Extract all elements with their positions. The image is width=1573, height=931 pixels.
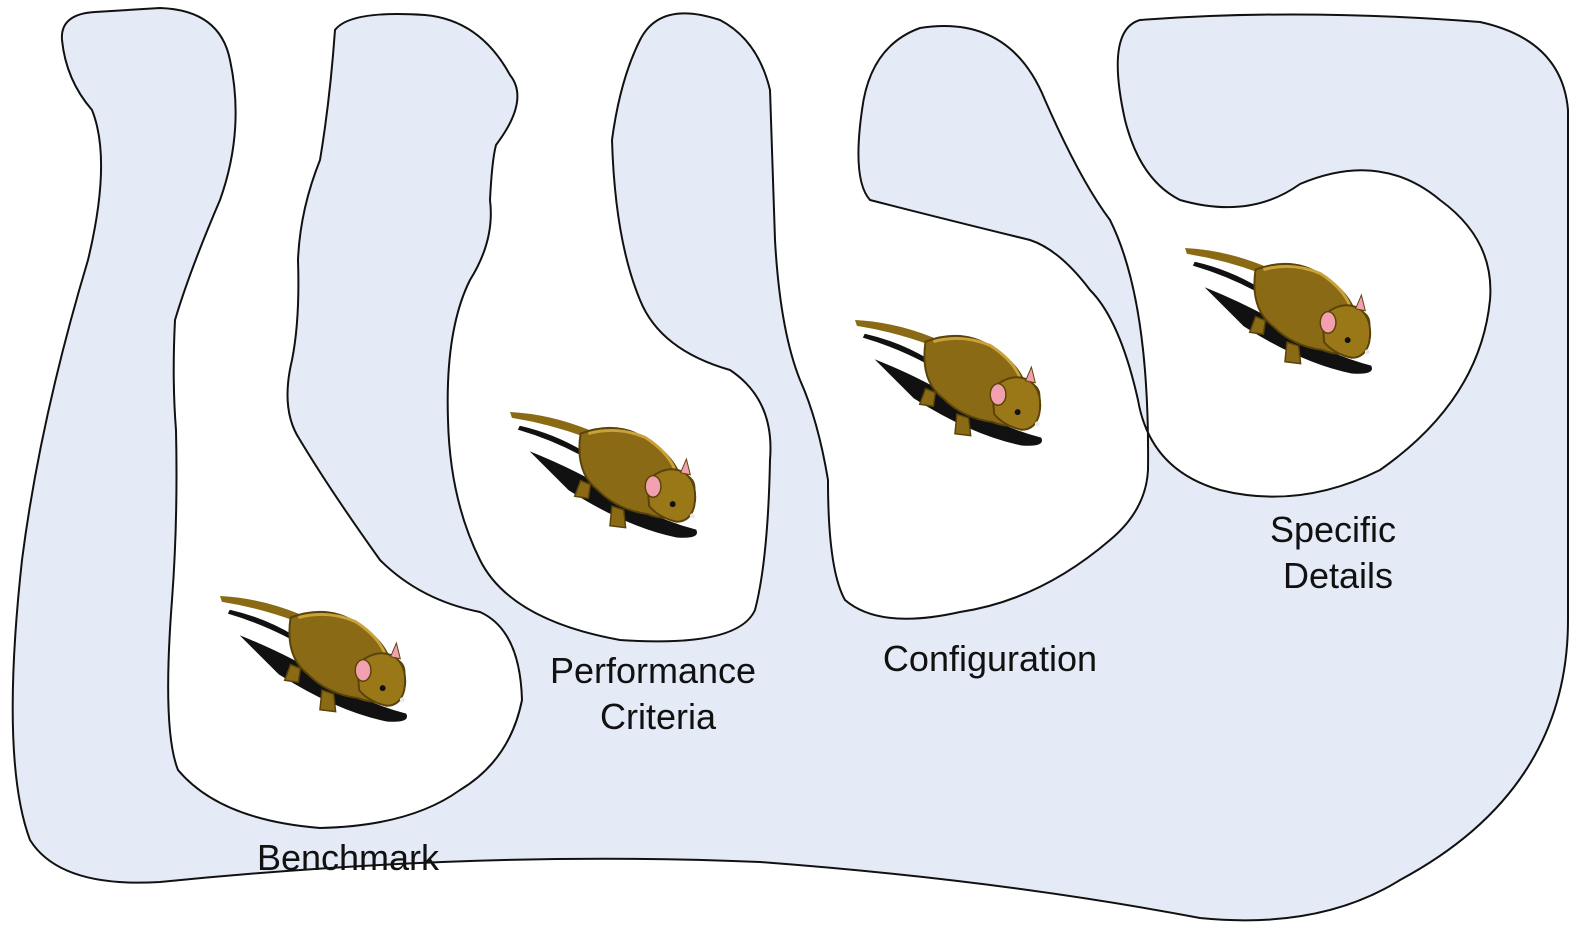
rat-icon <box>220 596 407 722</box>
chamber-label-line: Details <box>1283 555 1393 596</box>
chamber-label-configuration: Configuration <box>883 638 1097 679</box>
chamber-label-line: Specific <box>1270 509 1396 550</box>
rat-icon <box>855 320 1042 446</box>
chamber-label-line: Performance <box>550 650 756 691</box>
rat-icon <box>510 412 697 538</box>
maze-outer <box>13 8 1568 920</box>
rat-icon <box>1185 248 1372 374</box>
chamber-label-line: Criteria <box>600 696 717 737</box>
chamber-label-benchmark: Benchmark <box>257 837 440 878</box>
